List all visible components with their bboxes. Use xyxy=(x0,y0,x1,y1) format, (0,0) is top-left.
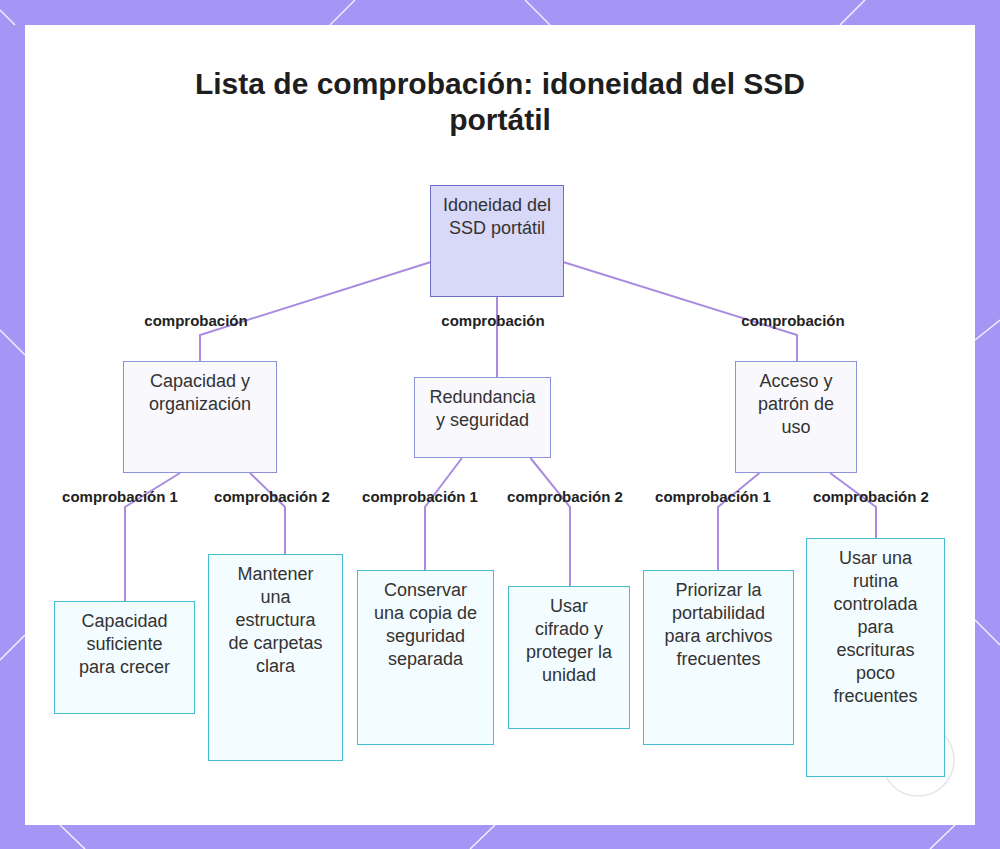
edge-label: comprobación 2 xyxy=(813,488,929,506)
check-box: Priorizar la portabilidad para archivos … xyxy=(643,570,794,745)
node-text: Mantener una estructura de carpetas clar… xyxy=(223,563,328,678)
node-text: Conservar una copia de seguridad separad… xyxy=(372,579,479,671)
diagram-title: Lista de comprobación: idoneidad del SSD… xyxy=(150,66,850,138)
category-box: Acceso y patrón de uso xyxy=(735,361,857,473)
connector-line xyxy=(425,458,462,570)
node-text: Idoneidad del SSD portátil xyxy=(441,194,553,240)
check-box: Usar una rutina controlada para escritur… xyxy=(806,538,945,777)
node-text: Capacidad y organización xyxy=(134,370,266,416)
check-box: Usar cifrado y proteger la unidad xyxy=(508,586,630,729)
category-box: Capacidad y organización xyxy=(123,361,277,473)
check-box: Mantener una estructura de carpetas clar… xyxy=(208,554,343,761)
edge-label: comprobación xyxy=(441,312,544,330)
connector-line xyxy=(200,262,430,361)
node-text: Usar una rutina controlada para escritur… xyxy=(821,547,930,708)
edge-label: comprobación 2 xyxy=(507,488,623,506)
node-text: Redundancia y seguridad xyxy=(425,386,540,432)
edge-label: comprobación xyxy=(741,312,844,330)
connector-line xyxy=(496,297,498,377)
node-text: Acceso y patrón de uso xyxy=(746,370,846,439)
edge-label: comprobación xyxy=(144,312,247,330)
edge-label: comprobación 1 xyxy=(62,488,178,506)
edge-label: comprobación 2 xyxy=(214,488,330,506)
edge-label: comprobación 1 xyxy=(655,488,771,506)
node-text: Usar cifrado y proteger la unidad xyxy=(523,595,615,687)
connector-line xyxy=(530,458,570,586)
connector-line xyxy=(250,473,285,554)
root-box: Idoneidad del SSD portátil xyxy=(430,185,564,297)
check-box: Conservar una copia de seguridad separad… xyxy=(357,570,494,745)
node-text: Capacidad suficiente para crecer xyxy=(69,610,180,679)
check-box: Capacidad suficiente para crecer xyxy=(54,601,195,714)
node-text: Priorizar la portabilidad para archivos … xyxy=(658,579,779,671)
connector-line xyxy=(830,473,876,538)
category-box: Redundancia y seguridad xyxy=(414,377,551,458)
connector-line xyxy=(718,473,759,570)
connector-line xyxy=(564,262,797,361)
edge-label: comprobación 1 xyxy=(362,488,478,506)
